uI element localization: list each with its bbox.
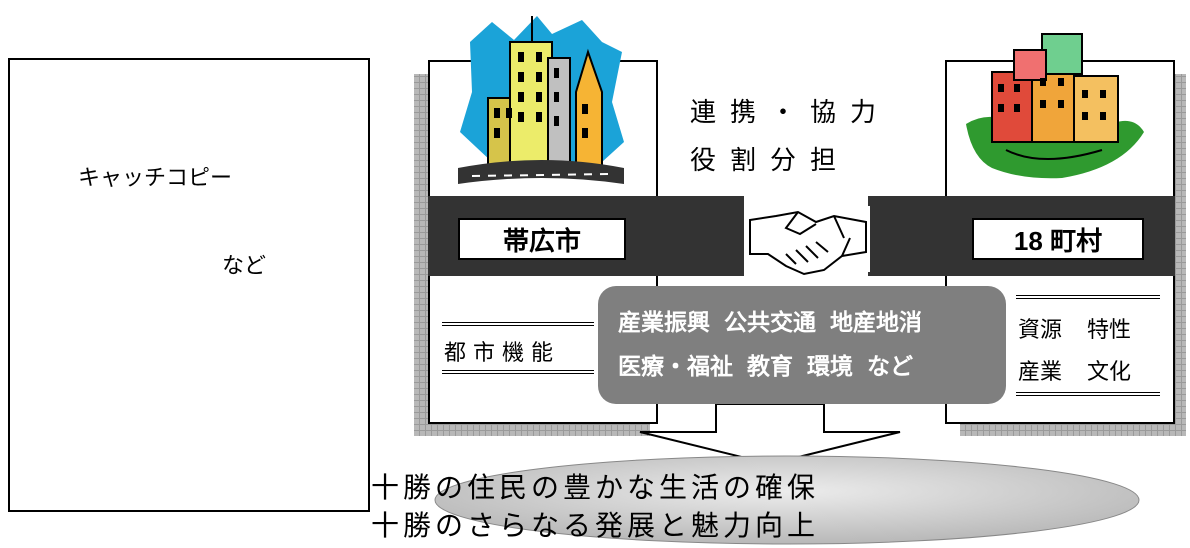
goal-ellipse (434, 455, 1140, 545)
right-rule-bottom (1016, 392, 1160, 396)
catchcopy-panel (8, 58, 370, 512)
left-rule-bottom (442, 370, 594, 374)
fields-text-line2: 医療・福祉 教育 環境 など (618, 354, 914, 380)
cooperation-fields-box (598, 286, 1006, 404)
catchcopy-etc-text: など (222, 254, 267, 279)
industry-culture-text: 産業 文化 (1018, 360, 1131, 385)
urban-function-text: 都市機能 (444, 341, 561, 366)
left-rule-top (442, 322, 594, 326)
down-arrow-icon (639, 404, 901, 464)
fields-text-line1: 産業振興 公共交通 地産地消 (618, 310, 923, 336)
obihiro-name-box: 帯広市 (458, 218, 626, 260)
catchcopy-text: キャッチコピー (78, 166, 233, 191)
resources-text: 資源 特性 (1018, 318, 1131, 343)
role-sharing-text: 役割分担 (690, 146, 851, 176)
goal-text-line1: 十勝の住民の豊かな生活の確保 (370, 471, 819, 504)
handshake-icon (746, 206, 870, 276)
right-rule-top (1016, 295, 1160, 299)
town-buildings-icon (966, 33, 1144, 179)
cooperation-text: 連携・協力 (690, 98, 891, 128)
goal-text-line2: 十勝のさらなる発展と魅力向上 (370, 509, 819, 542)
city-buildings-icon (458, 16, 624, 184)
towns-name-box: 18 町村 (972, 218, 1144, 260)
